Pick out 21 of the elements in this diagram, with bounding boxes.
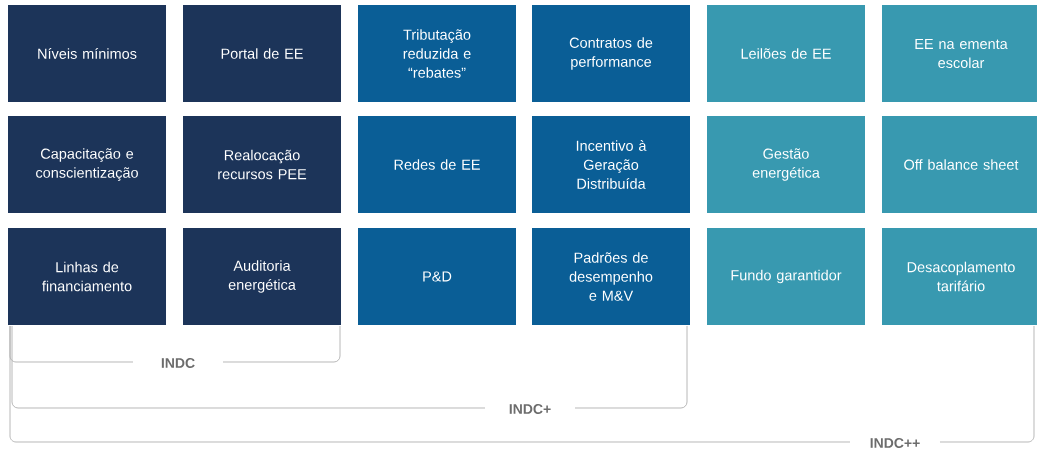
box: Leilões de EE [707, 5, 865, 102]
box: Níveis mínimos [8, 5, 166, 102]
box: Desacoplamento tarifário [882, 228, 1037, 325]
box: Capacitação e conscientização [8, 116, 166, 213]
box: EE na ementa escolar [882, 5, 1037, 102]
box: Realocação recursos PEE [183, 116, 341, 213]
box: Fundo garantidor [707, 228, 865, 325]
box: Redes de EE [358, 116, 516, 213]
box: P&D [358, 228, 516, 325]
box: Off balance sheet [882, 116, 1037, 213]
box: Padrões de desempenho e M&V [532, 228, 690, 325]
box: Contratos de performance [532, 5, 690, 102]
bracket-label: INDC++ [870, 438, 920, 448]
box: Portal de EE [183, 5, 341, 102]
bracket-label: INDC+ [509, 404, 551, 414]
bracket-label: INDC [161, 358, 195, 368]
box: Auditoria energética [183, 228, 341, 325]
box: Linhas de financiamento [8, 228, 166, 325]
box: Incentivo à Geração Distribuída [532, 116, 690, 213]
box: Gestão energética [707, 116, 865, 213]
box: Tributação reduzida e “rebates” [358, 5, 516, 102]
